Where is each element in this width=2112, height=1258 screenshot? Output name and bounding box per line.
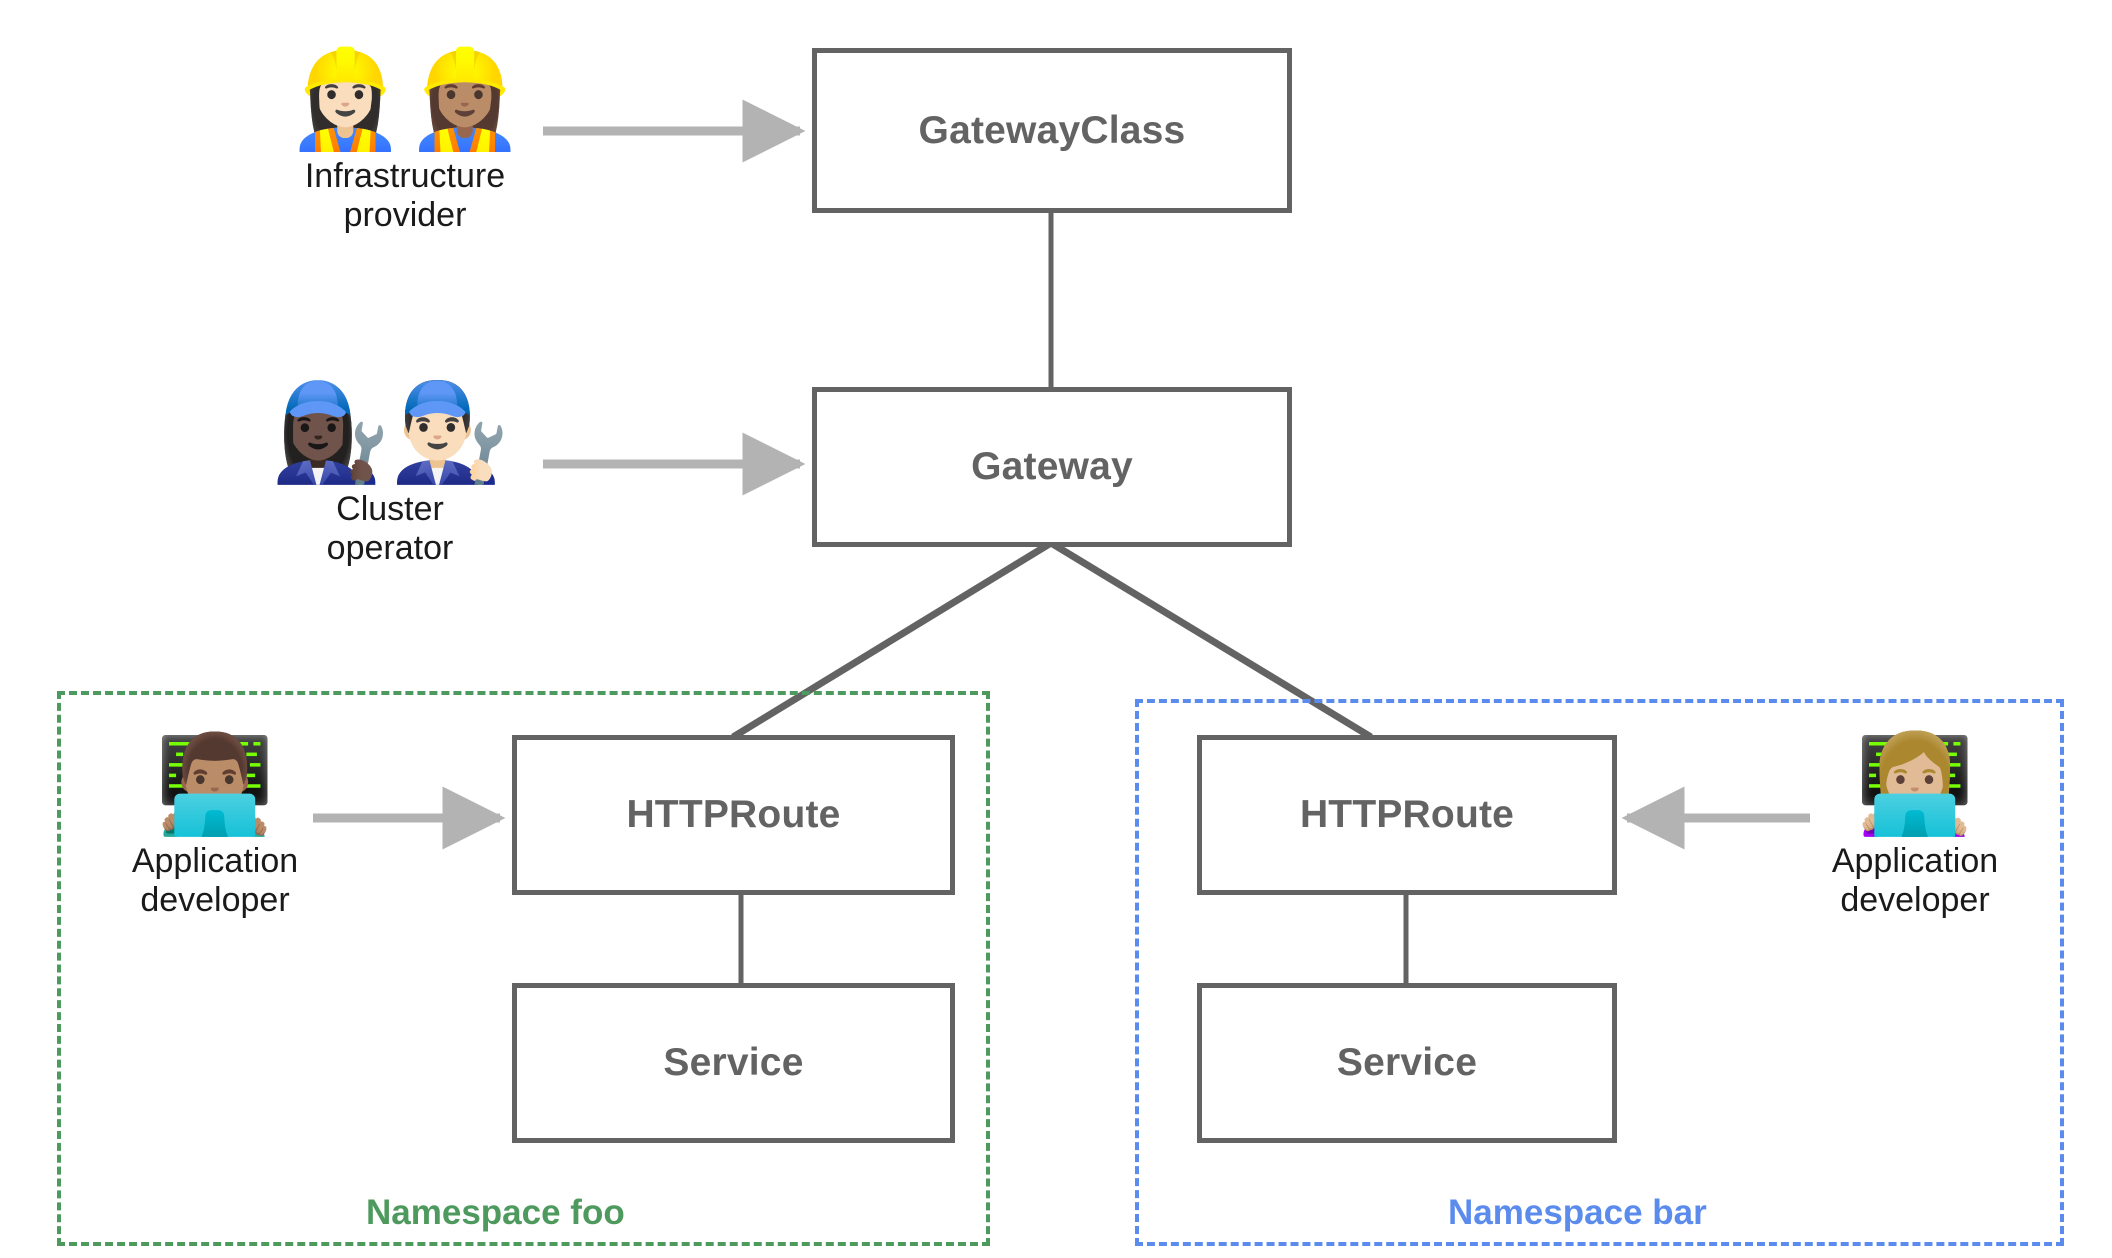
node-service-bar-label: Service bbox=[1336, 1041, 1478, 1084]
persona-cluster-operator: 👩🏿‍🔧 👨🏻‍🔧 Cluster operator bbox=[250, 379, 530, 568]
node-gateway[interactable]: Gateway bbox=[812, 387, 1292, 547]
woman-mechanic-dark-icon: 👩🏿‍🔧 bbox=[270, 379, 390, 486]
node-service-foo[interactable]: Service bbox=[512, 983, 955, 1143]
woman-construction-worker-light-icon: 👷🏻‍♀️ bbox=[285, 46, 405, 153]
persona-application-developer-bar-emojis: 👩🏼‍💻 bbox=[1855, 731, 1975, 838]
woman-construction-worker-medium-icon: 👷🏽‍♀️ bbox=[405, 46, 525, 153]
namespace-bar-container bbox=[1135, 699, 2064, 1246]
persona-infrastructure-provider-emojis: 👷🏻‍♀️ 👷🏽‍♀️ bbox=[285, 46, 525, 153]
persona-application-developer-bar-caption: Application developer bbox=[1831, 841, 1999, 919]
node-gatewayclass[interactable]: GatewayClass bbox=[812, 48, 1292, 213]
node-gatewayclass-label: GatewayClass bbox=[918, 108, 1186, 152]
namespace-foo-label: Namespace foo bbox=[366, 1193, 625, 1232]
node-httproute-foo-label: HTTPRoute bbox=[626, 793, 841, 836]
node-service-foo-label: Service bbox=[663, 1041, 804, 1084]
persona-cluster-operator-emojis: 👩🏿‍🔧 👨🏻‍🔧 bbox=[270, 379, 510, 486]
node-service-bar[interactable]: Service bbox=[1197, 983, 1617, 1143]
node-httproute-foo[interactable]: HTTPRoute bbox=[512, 735, 955, 895]
man-technologist-medium-icon: 👨🏽‍💻 bbox=[155, 731, 275, 838]
node-httproute-bar-label: HTTPRoute bbox=[1299, 793, 1515, 836]
namespace-foo-container bbox=[57, 691, 990, 1246]
persona-application-developer-foo-emojis: 👨🏽‍💻 bbox=[155, 731, 275, 838]
man-mechanic-light-icon: 👨🏻‍🔧 bbox=[390, 379, 510, 486]
woman-technologist-light-icon: 👩🏼‍💻 bbox=[1855, 731, 1975, 838]
persona-infrastructure-provider: 👷🏻‍♀️ 👷🏽‍♀️ Infrastructure provider bbox=[265, 46, 545, 235]
persona-application-developer-foo-caption: Application developer bbox=[131, 841, 299, 919]
persona-infrastructure-provider-caption: Infrastructure provider bbox=[304, 156, 506, 234]
namespace-bar-label: Namespace bar bbox=[1448, 1193, 1707, 1232]
node-httproute-bar[interactable]: HTTPRoute bbox=[1197, 735, 1617, 895]
persona-application-developer-foo: 👨🏽‍💻 Application developer bbox=[100, 731, 330, 920]
persona-cluster-operator-caption: Cluster operator bbox=[326, 489, 454, 567]
persona-application-developer-bar: 👩🏼‍💻 Application developer bbox=[1800, 731, 2030, 920]
node-gateway-label: Gateway bbox=[971, 445, 1133, 488]
